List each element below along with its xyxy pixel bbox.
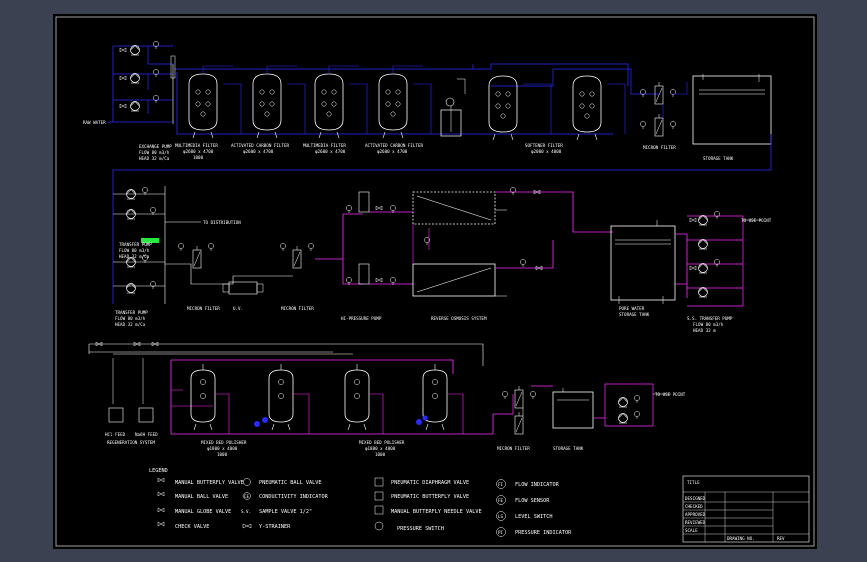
svg-text:LEVEL SWITCH: LEVEL SWITCH <box>515 514 552 520</box>
svg-text:TRANSFER PUMP: TRANSFER PUMP <box>119 242 152 247</box>
svg-text:DRAWING NO.: DRAWING NO. <box>727 536 755 541</box>
svg-text:φ2000 x 4000: φ2000 x 4000 <box>531 149 562 154</box>
svg-text:Y-STRAINER: Y-STRAINER <box>259 524 291 530</box>
green-tag <box>141 238 159 243</box>
legend: LEGEND MANUAL BUTTERFLY VALVE MANUAL BAL… <box>149 468 572 537</box>
svg-text:MIXED BED POLISHER: MIXED BED POLISHER <box>201 440 247 445</box>
svg-text:1000: 1000 <box>375 452 386 457</box>
svg-text:REVERSE OSMOSIS SYSTEM: REVERSE OSMOSIS SYSTEM <box>431 316 487 321</box>
legend-col2: CE S.V. PNEUMATIC BALL VALVE CONDUCTIVIT… <box>241 478 329 530</box>
svg-text:SAMPLE VALVE 1/2": SAMPLE VALVE 1/2" <box>259 509 312 515</box>
svg-text:TRANSFER PUMP: TRANSFER PUMP <box>115 310 148 315</box>
svg-text:MULTIMEDIA FILTER: MULTIMEDIA FILTER <box>303 143 346 148</box>
section-polishing: HCl FEED NaOH FEED REGENERATION SYSTEM M… <box>88 341 686 457</box>
svg-text:EXCHANGE PUMP: EXCHANGE PUMP <box>139 144 172 149</box>
svg-text:MANUAL BALL VALVE: MANUAL BALL VALVE <box>175 494 228 500</box>
drawing-frame <box>55 16 815 547</box>
svg-text:ACTIVATED CARBON FILTER: ACTIVATED CARBON FILTER <box>231 143 289 148</box>
svg-text:S.S. TRANSFER PUMP: S.S. TRANSFER PUMP <box>687 316 733 321</box>
legend-col1: MANUAL BUTTERFLY VALVE MANUAL BALL VALVE… <box>157 477 244 530</box>
svg-text:HEAD 32 m: HEAD 32 m <box>693 328 716 333</box>
svg-text:STORAGE TANK: STORAGE TANK <box>619 312 650 317</box>
legend-title: LEGEND <box>149 468 168 474</box>
svg-text:CE: CE <box>244 494 250 499</box>
svg-text:HEAD 32 m/Ca: HEAD 32 m/Ca <box>115 322 146 327</box>
svg-text:FLOW 80 m3/h: FLOW 80 m3/h <box>139 150 170 155</box>
svg-text:TO USE POINT: TO USE POINT <box>741 218 772 223</box>
svg-text:φ2600 x 4700: φ2600 x 4700 <box>315 149 346 154</box>
svg-text:SOFTENER FILTER: SOFTENER FILTER <box>525 143 563 148</box>
svg-text:MICRON FILTER: MICRON FILTER <box>187 306 220 311</box>
svg-text:STORAGE TANK: STORAGE TANK <box>553 446 584 451</box>
svg-text:TO USE POINT: TO USE POINT <box>655 392 686 397</box>
svg-text:MICRON FILTER: MICRON FILTER <box>497 446 530 451</box>
svg-text:TITLE: TITLE <box>687 480 700 485</box>
svg-text:FE: FE <box>498 498 504 503</box>
svg-text:TO DISTRIBUTION: TO DISTRIBUTION <box>203 220 241 225</box>
svg-text:FLOW 80 m3/h: FLOW 80 m3/h <box>119 248 150 253</box>
svg-text:PI: PI <box>498 530 504 535</box>
svg-text:φ2600 x 4700: φ2600 x 4700 <box>183 149 214 154</box>
svg-text:φ1800 x 4000: φ1800 x 4000 <box>207 446 238 451</box>
svg-text:FLOW SENSOR: FLOW SENSOR <box>515 498 550 504</box>
svg-text:MICRON FILTER: MICRON FILTER <box>281 306 314 311</box>
svg-text:DESIGNED: DESIGNED <box>685 496 706 501</box>
svg-text:FLOW 80 m3/h: FLOW 80 m3/h <box>115 316 146 321</box>
pid-diagram: RAW WATER MULTIMEDIA FILTER φ2600 x 4700… <box>55 16 815 547</box>
svg-text:PURE WATER: PURE WATER <box>619 306 645 311</box>
svg-text:REV: REV <box>777 536 785 541</box>
svg-text:MANUAL BUTTERFLY NEEDLE VALVE: MANUAL BUTTERFLY NEEDLE VALVE <box>391 509 482 515</box>
svg-text:φ2600 x 4700: φ2600 x 4700 <box>377 149 408 154</box>
svg-text:PNEUMATIC DIAPHRAGM VALVE: PNEUMATIC DIAPHRAGM VALVE <box>391 480 469 486</box>
svg-text:REGENERATION SYSTEM: REGENERATION SYSTEM <box>107 440 155 445</box>
svg-text:FLOW INDICATOR: FLOW INDICATOR <box>515 482 560 488</box>
svg-text:MIXED BED POLISHER: MIXED BED POLISHER <box>359 440 405 445</box>
inlet-label: RAW WATER <box>83 120 106 125</box>
svg-text:HI-PRESSURE PUMP: HI-PRESSURE PUMP <box>341 316 382 321</box>
svg-text:S.V.: S.V. <box>241 509 251 514</box>
svg-text:SCALE: SCALE <box>685 528 698 533</box>
svg-text:LS: LS <box>498 514 504 519</box>
svg-text:U.V.: U.V. <box>233 306 243 311</box>
svg-text:1000: 1000 <box>217 452 228 457</box>
svg-text:NaOH FEED: NaOH FEED <box>135 432 158 437</box>
svg-text:CHECK VALVE: CHECK VALVE <box>175 524 209 530</box>
svg-text:MULTIMEDIA FILTER: MULTIMEDIA FILTER <box>175 143 218 148</box>
drawing-sheet[interactable]: RAW WATER MULTIMEDIA FILTER φ2600 x 4700… <box>53 14 817 549</box>
svg-text:HEAD 32 m/Ca: HEAD 32 m/Ca <box>119 254 150 259</box>
svg-text:ACTIVATED CARBON FILTER: ACTIVATED CARBON FILTER <box>365 143 423 148</box>
svg-text:MANUAL BUTTERFLY VALVE: MANUAL BUTTERFLY VALVE <box>175 480 244 486</box>
svg-text:STORAGE TANK: STORAGE TANK <box>703 156 734 161</box>
legend-col3: PNEUMATIC DIAPHRAGM VALVE PNEUMATIC BUTT… <box>374 477 482 532</box>
svg-text:FI: FI <box>498 482 504 487</box>
svg-text:PNEUMATIC BALL VALVE: PNEUMATIC BALL VALVE <box>259 480 321 486</box>
section-pretreatment: RAW WATER MULTIMEDIA FILTER φ2600 x 4700… <box>83 41 772 186</box>
svg-text:PNEUMATIC BUTTERFLY VALVE: PNEUMATIC BUTTERFLY VALVE <box>391 494 469 500</box>
title-block: TITLE DESIGNED CHECKED APPROVED REVIEWED… <box>682 475 810 543</box>
svg-text:REVIEWED: REVIEWED <box>685 520 706 525</box>
svg-text:APPROVED: APPROVED <box>685 512 706 517</box>
legend-col4: FI FE LS PI FLOW INDICATOR FLOW SENSOR L… <box>496 479 572 537</box>
svg-text:CHECKED: CHECKED <box>685 504 703 509</box>
svg-text:HCl FEED: HCl FEED <box>105 432 126 437</box>
section-reverse-osmosis: TO DISTRIBUTION TRANSFER PUMP FLOW 80 m3… <box>112 186 772 333</box>
svg-text:φ1800 x 4000: φ1800 x 4000 <box>365 446 396 451</box>
svg-text:φ2600 x 4700: φ2600 x 4700 <box>243 149 274 154</box>
svg-text:FLOW 80 m3/h: FLOW 80 m3/h <box>693 322 724 327</box>
svg-text:PRESSURE INDICATOR: PRESSURE INDICATOR <box>515 530 572 536</box>
svg-text:MANUAL GLOBE VALVE: MANUAL GLOBE VALVE <box>175 509 231 515</box>
svg-text:PRESSURE SWITCH: PRESSURE SWITCH <box>397 526 444 532</box>
svg-text:MICRON FILTER: MICRON FILTER <box>643 145 676 150</box>
svg-text:1000: 1000 <box>193 155 204 160</box>
svg-text:HEAD 32 m/Ca: HEAD 32 m/Ca <box>139 156 170 161</box>
svg-text:CONDUCTIVITY INDICATOR: CONDUCTIVITY INDICATOR <box>259 494 329 500</box>
